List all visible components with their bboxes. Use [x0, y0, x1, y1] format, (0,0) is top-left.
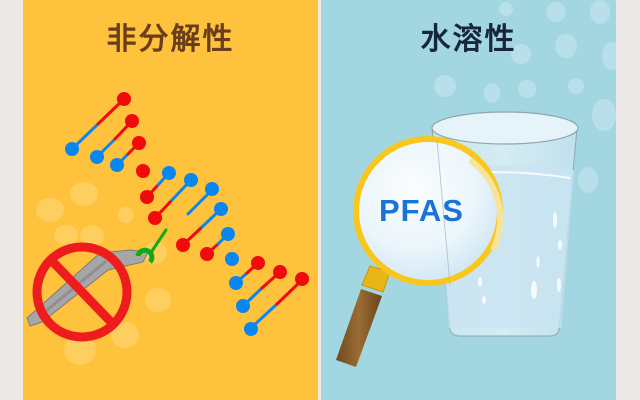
left-panel-non-degradable: 非分解性: [23, 0, 318, 400]
left-panel-title: 非分解性: [106, 22, 235, 57]
scissors-blade-icon: [26, 228, 168, 327]
left-illustration: [26, 92, 309, 365]
right-panel-water-soluble: 水溶性 PFAS: [321, 0, 616, 400]
pfas-label: PFAS: [379, 193, 464, 228]
right-illustration: [336, 0, 616, 367]
background-bubbles: [434, 0, 616, 193]
panel-divider: [318, 0, 321, 400]
no-entry-icon: [32, 242, 132, 342]
right-panel-title: 水溶性: [420, 22, 517, 57]
background-bubbles: [36, 182, 171, 365]
dna-icon: [65, 92, 309, 336]
magnifying-glass-icon[interactable]: [336, 136, 504, 367]
